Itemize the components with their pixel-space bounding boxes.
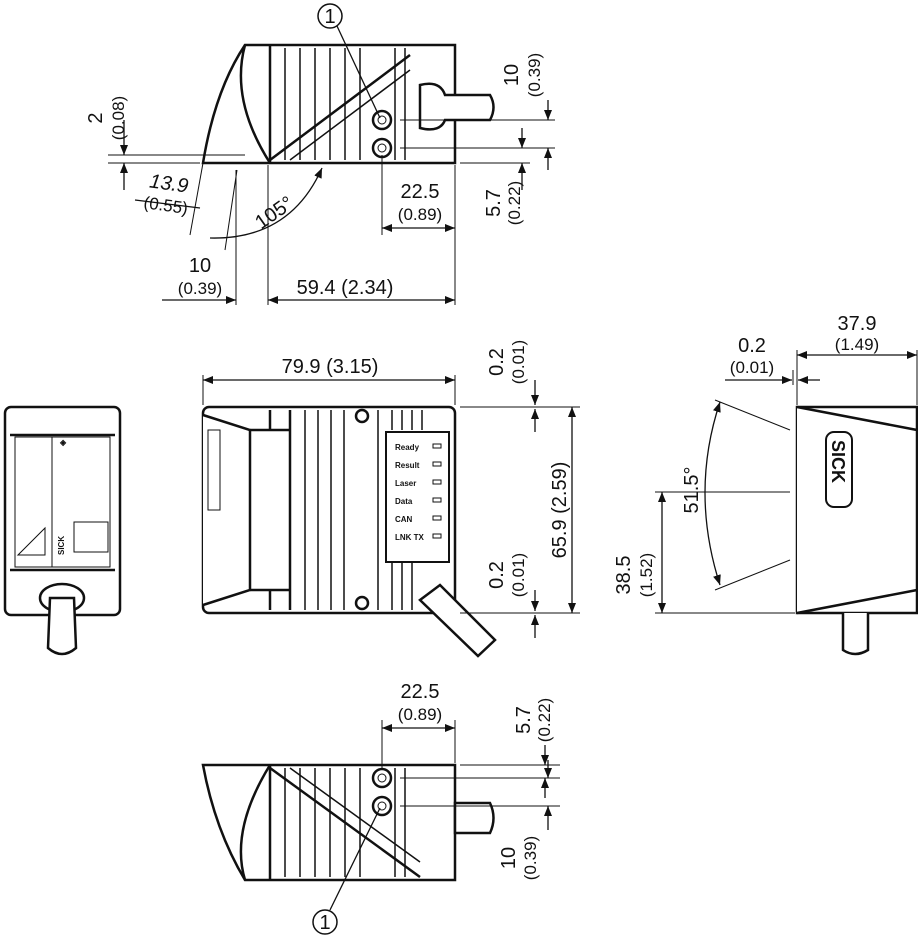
- led-label: Data: [395, 497, 413, 506]
- dimension-label: (0.08): [109, 96, 128, 140]
- led-panel: Ready Result Laser Data CAN LNK TX: [395, 443, 442, 542]
- dimension-label: 0.2: [486, 348, 508, 376]
- dimension-label: 79.9 (3.15): [282, 356, 379, 378]
- dimension-label: 22.5: [401, 181, 440, 203]
- dimension-label: (0.22): [505, 181, 524, 225]
- dimension-label: 65.9 (2.59): [549, 462, 571, 559]
- dimension-label: 51.5°: [681, 467, 703, 514]
- end-view: ◈ SICK: [3, 405, 122, 656]
- sick-logo: [207, 429, 221, 511]
- dimension-label: 22.5: [401, 681, 440, 703]
- dimension-label: 13.9: [148, 170, 190, 197]
- dimension-label: 10: [498, 847, 520, 869]
- dimension-label: 5.7: [513, 706, 535, 734]
- svg-text:79.9 (3.15): 79.9 (3.15): [282, 356, 379, 378]
- dimension-label: 2: [85, 112, 107, 123]
- dimension-label: SICK: [828, 440, 848, 483]
- dimension-label: 38.5: [613, 556, 635, 595]
- screw-icon: [371, 795, 393, 817]
- dimension-label: 59.4 (2.34): [297, 277, 394, 299]
- dimension-label: (0.89): [398, 705, 442, 724]
- dimension-label: 10: [501, 64, 523, 86]
- dimension-label: 37.9: [838, 313, 877, 335]
- side-view: SICK 37.9 (1.49) 0.2 (0.01) 51.5° 38.5 (…: [613, 313, 918, 656]
- dimension-label: 5.7: [483, 189, 505, 217]
- dimension-label: 10: [189, 255, 211, 277]
- dimension-label: (0.01): [730, 358, 774, 377]
- front-ribs: [304, 410, 423, 610]
- dimension-label: (0.39): [178, 279, 222, 298]
- dimension-label: (0.01): [509, 340, 528, 384]
- dimension-label: (1.52): [637, 553, 656, 597]
- connector: [418, 82, 495, 131]
- screw-icon: [371, 137, 393, 159]
- dimension-label: (0.39): [521, 836, 540, 880]
- screw-icon: [354, 408, 370, 424]
- dimension-label: 0.2: [738, 335, 766, 357]
- screw-icon: [371, 109, 393, 131]
- laser-warning-icon: [16, 526, 46, 556]
- front-view: Ready Result Laser Data CAN LNK TX 79.9 …: [201, 340, 580, 658]
- dimension-label: 1: [324, 6, 335, 28]
- led-label: LNK TX: [395, 533, 425, 542]
- dimension-label: (0.89): [398, 205, 442, 224]
- connector: [453, 801, 495, 835]
- dimension-label: 0.2: [486, 561, 508, 589]
- dimension-label: 1: [319, 912, 330, 934]
- screw-icon: [354, 595, 370, 611]
- dimension-label: (1.49): [835, 335, 879, 354]
- dimension-label: (0.01): [509, 553, 528, 597]
- connector: [418, 583, 497, 658]
- led-label: Ready: [395, 443, 420, 452]
- top-view: 1 2 (0.08) 13.9 (0.55) 105° 10 (0.39) 59…: [85, 3, 555, 305]
- led-label: CAN: [395, 515, 413, 524]
- bottom-view: 1 22.5 (0.89) 5.7 (0.22) 10 (0.39): [201, 681, 560, 935]
- led-label: Laser: [395, 479, 416, 488]
- led-label: Result: [395, 461, 420, 470]
- dimension-label: (0.39): [525, 53, 544, 97]
- dimension-label: 105°: [251, 192, 298, 234]
- diamond-icon: ◈: [59, 438, 67, 447]
- dimension-label: (0.22): [535, 698, 554, 742]
- screw-icon: [371, 767, 393, 789]
- dimension-label: SICK: [57, 536, 66, 555]
